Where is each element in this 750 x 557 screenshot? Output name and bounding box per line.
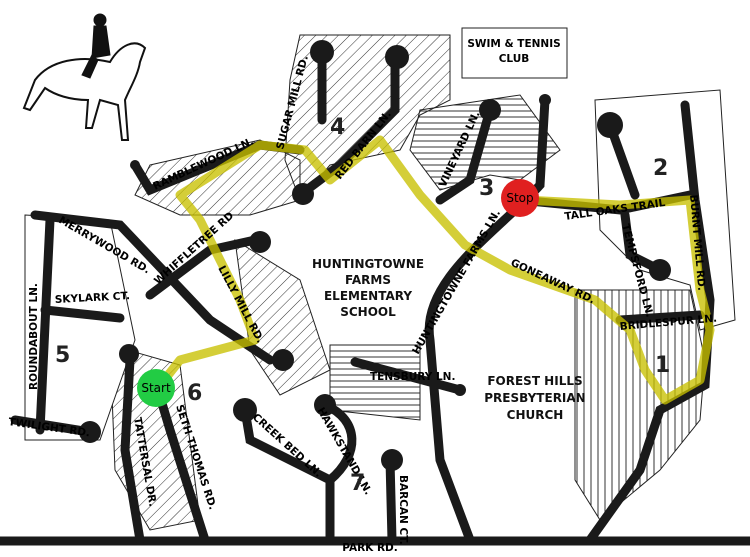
tattersal-road bbox=[120, 355, 145, 545]
stop-label: Stop bbox=[506, 191, 533, 205]
swim-tennis-club: SWIM & TENNIS CLUB bbox=[461, 27, 568, 79]
zone-7: 7 bbox=[350, 471, 365, 496]
tempsford-road bbox=[620, 210, 665, 275]
roads bbox=[0, 47, 750, 546]
bridlespur-road bbox=[615, 310, 705, 325]
zone-numbers: 1 2 3 4 5 6 7 bbox=[55, 115, 670, 496]
school-line1: HUNTINGTOWNE bbox=[312, 257, 424, 271]
zone-1: 1 bbox=[655, 353, 670, 378]
church-line2: PRESBYTERIAN bbox=[484, 391, 585, 405]
barcan-label: BARCAN CT. bbox=[397, 475, 409, 545]
tensbury-label: TENSBURY LN. bbox=[370, 371, 455, 383]
tensbury-road bbox=[350, 357, 465, 395]
church-line3: CHURCH bbox=[507, 408, 564, 422]
park-road-label: PARK RD. bbox=[342, 542, 398, 554]
cul-de-sacs bbox=[79, 40, 671, 471]
school-label: HUNTINGTOWNE FARMS ELEMENTARY SCHOOL bbox=[312, 257, 424, 319]
creek-bed-road bbox=[240, 405, 335, 545]
swim-club-line2: CLUB bbox=[499, 53, 530, 65]
church-line1: FOREST HILLS bbox=[487, 374, 582, 388]
vineyard-road bbox=[435, 105, 495, 205]
skylark-label: SKYLARK CT. bbox=[55, 290, 131, 306]
twilight-road bbox=[10, 415, 95, 437]
barcan-road bbox=[385, 455, 397, 545]
parcel-1 bbox=[574, 289, 706, 521]
swim-club-line1: SWIM & TENNIS bbox=[467, 38, 560, 50]
zone-5: 5 bbox=[55, 343, 70, 368]
goneaway-label: GONEAWAY RD. bbox=[509, 257, 597, 307]
school-line4: SCHOOL bbox=[340, 305, 396, 319]
school-line2: FARMS bbox=[345, 273, 391, 287]
school-line3: ELEMENTARY bbox=[324, 289, 412, 303]
highlighted-route bbox=[153, 135, 715, 405]
roundabout-road bbox=[35, 215, 55, 435]
zone-4: 4 bbox=[330, 115, 345, 140]
burnt-mill-road bbox=[585, 100, 715, 545]
church-label: FOREST HILLS PRESBYTERIAN CHURCH bbox=[484, 374, 585, 422]
horse-rider-illustration bbox=[22, 13, 147, 141]
zone-3: 3 bbox=[479, 176, 494, 201]
red-barn-road bbox=[295, 50, 400, 200]
stop-marker[interactable]: Stop bbox=[501, 179, 539, 217]
hawkstand-road bbox=[320, 400, 357, 485]
start-marker[interactable]: Start bbox=[137, 369, 175, 407]
start-label: Start bbox=[141, 381, 171, 395]
roundabout-label: ROUNDABOUT LN. bbox=[28, 283, 40, 390]
skylark-road bbox=[40, 305, 125, 323]
zone-6: 6 bbox=[187, 381, 202, 406]
zone-2: 2 bbox=[653, 156, 668, 181]
